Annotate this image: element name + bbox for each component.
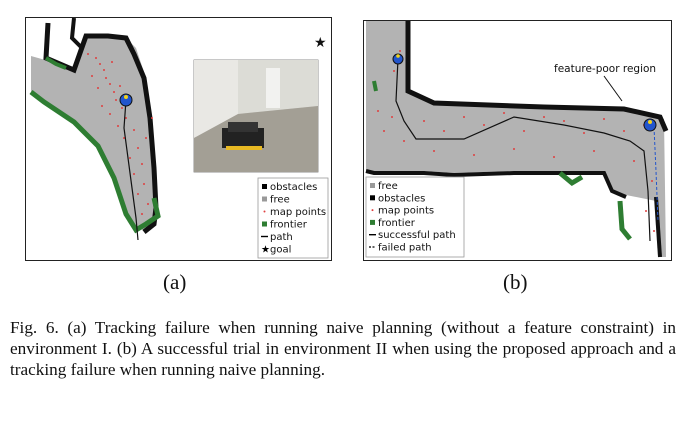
legend-entry: map points [371, 206, 434, 217]
robot-icon [392, 53, 404, 65]
legend-entry: map points [263, 207, 326, 218]
successful-path [395, 58, 651, 242]
figure-caption: Fig. 6. (a) Tracking failure when runnin… [10, 318, 676, 379]
legend-label: frontier [270, 220, 308, 231]
legend-label: free [378, 181, 398, 192]
legend-label: obstacles [378, 193, 425, 204]
obstacle-wall [365, 169, 627, 199]
robot-path [123, 99, 139, 241]
legend-swatch-icon [371, 209, 374, 212]
legend-label: frontier [378, 218, 416, 229]
frontier-boundary [44, 56, 67, 70]
obstacle-wall [405, 21, 669, 132]
annotation-arrow [603, 75, 623, 102]
legend-entry: ★goal [261, 245, 291, 256]
obstacle-wall [69, 18, 84, 50]
legend-entry: obstacles [262, 182, 317, 193]
legend-entry: successful path [369, 230, 456, 241]
failed-path [653, 126, 659, 222]
legend-label: successful path [378, 230, 456, 241]
feature-poor-region-label: feature-poor region [554, 63, 656, 75]
legend-entry: frontier [370, 218, 416, 229]
legend-entry: free [370, 181, 398, 192]
robot-icon [119, 93, 133, 107]
legend-label: free [270, 195, 290, 206]
map-points [377, 50, 655, 232]
robot-icon [643, 118, 657, 132]
legend-swatch-icon [262, 184, 267, 189]
legend-swatch-icon [370, 219, 375, 225]
legend-swatch-icon [263, 210, 266, 213]
legend-label: path [270, 232, 293, 243]
free-space [31, 36, 156, 230]
legend-label: map points [378, 206, 434, 217]
frontier-boundary [558, 171, 584, 187]
subfigure-label-a: (a) [163, 270, 187, 294]
legend-swatch-icon [370, 195, 375, 201]
subfigure-label-b: (b) [503, 270, 528, 294]
obstacle-wall [654, 196, 662, 258]
legend-swatch-icon [370, 183, 375, 188]
frontier-boundary [29, 90, 161, 234]
legend-entry: obstacles [370, 193, 425, 204]
legend-swatch-icon [262, 196, 267, 202]
goal-star-icon: ★ [261, 245, 270, 256]
legend-entry: failed path [369, 243, 432, 254]
frontier-boundary [617, 200, 632, 241]
frontier-boundary [372, 80, 378, 92]
free-space [366, 21, 666, 257]
legend-label: obstacles [270, 182, 317, 193]
legend-label: map points [270, 207, 326, 218]
goal-star-icon: ★ [314, 35, 327, 51]
legend-swatch-icon [262, 221, 267, 227]
legend-entry: path [261, 232, 293, 243]
legend-label: failed path [378, 243, 432, 254]
legend-entry: free [262, 195, 290, 206]
robot-photo-inset [193, 59, 319, 173]
legend-entry: frontier [262, 220, 308, 231]
legend-label: goal [270, 245, 291, 256]
